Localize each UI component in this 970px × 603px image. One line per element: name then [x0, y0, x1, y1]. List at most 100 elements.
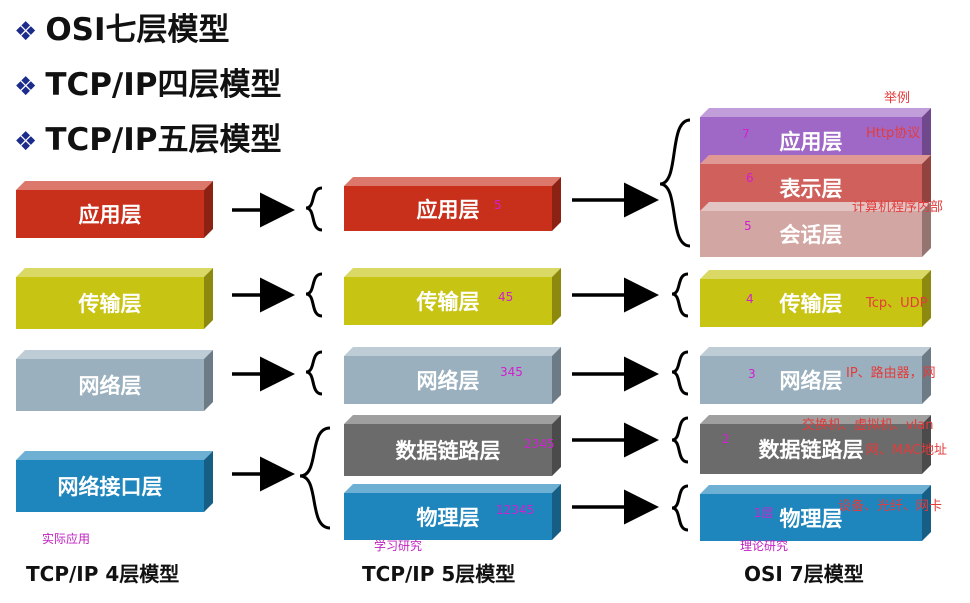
- box-top-face: [344, 268, 561, 277]
- box-top-face: [16, 451, 213, 460]
- box-top-face: [344, 347, 561, 356]
- layer-label: 网络接口层: [16, 460, 204, 512]
- layer-number: 5: [494, 198, 502, 212]
- box-side-face: [552, 415, 561, 476]
- box-top-face: [700, 347, 931, 356]
- box-side-face: [922, 202, 931, 257]
- brace-interface-5: [299, 426, 331, 530]
- box-side-face: [204, 451, 213, 512]
- example-ip: IP、路由器，网: [846, 366, 936, 381]
- box-top-face: [700, 485, 931, 494]
- box-top-face: [700, 202, 931, 211]
- example-device: 设备、光纤、网卡: [838, 499, 943, 514]
- layer-label: 应用层: [16, 190, 204, 238]
- box-top-face: [344, 177, 561, 186]
- example-internal: 计算机程序内部: [852, 200, 944, 215]
- osi7-layer-box: 网络层: [700, 347, 931, 404]
- layer-number: 1层: [754, 506, 774, 520]
- box-top-face: [700, 270, 931, 279]
- tcpip5-layer-box: 应用层: [344, 177, 561, 231]
- brace-physical-7: [671, 484, 689, 532]
- layer-number: 12345: [496, 503, 535, 517]
- layer-number: 5: [744, 219, 752, 233]
- box-side-face: [204, 350, 213, 411]
- example-tcp: Tcp、UDP: [866, 296, 928, 311]
- osi7-layer-box: 物理层: [700, 485, 931, 541]
- box-top-face: [700, 155, 931, 164]
- layer-label: 数据链路层: [344, 424, 552, 476]
- box-side-face: [552, 177, 561, 231]
- heading-text: OSI七层模型: [45, 12, 230, 48]
- example-mac: 网、MAC地址: [866, 443, 947, 458]
- box-side-face: [204, 268, 213, 329]
- caption-tcpip-5: TCP/IP 5层模型: [362, 562, 516, 586]
- layer-number: 7: [742, 127, 750, 141]
- example-switch: 交换机、虚拟机、vlan: [802, 418, 934, 433]
- note-theory-research: 理论研究: [740, 539, 789, 553]
- brace-application-7: [659, 118, 691, 248]
- example-header: 举例: [884, 91, 911, 106]
- layer-number: 3: [748, 367, 756, 381]
- tcpip4-layer-box: 传输层: [16, 268, 213, 329]
- osi7-layer-box: 会话层: [700, 202, 931, 257]
- box-side-face: [922, 347, 931, 404]
- box-side-face: [922, 270, 931, 327]
- caption-tcpip-4: TCP/IP 4层模型: [26, 562, 180, 586]
- heading-text: TCP/IP五层模型: [45, 122, 282, 158]
- box-side-face: [204, 181, 213, 238]
- tcpip5-layer-box: 网络层: [344, 347, 561, 404]
- heading-tcpip-4: ❖TCP/IP四层模型: [14, 59, 282, 104]
- box-top-face: [700, 415, 931, 424]
- layer-number: 6: [746, 171, 754, 185]
- layer-label: 网络层: [700, 356, 922, 404]
- brace-datalink-7: [671, 416, 689, 464]
- box-top-face: [344, 415, 561, 424]
- brace-application-5: [305, 186, 323, 232]
- brace-transport-5: [305, 272, 323, 318]
- tcpip4-layer-box: 网络接口层: [16, 451, 213, 512]
- tcpip5-layer-box: 物理层: [344, 484, 561, 540]
- box-side-face: [552, 268, 561, 325]
- bullet-icon: ❖: [14, 17, 38, 47]
- heading-osi-7: ❖OSI七层模型: [14, 4, 230, 49]
- brace-network-5: [305, 350, 323, 396]
- caption-osi-7: OSI 7层模型: [744, 562, 864, 586]
- tcpip4-layer-box: 网络层: [16, 350, 213, 411]
- example-http: Http协议: [866, 126, 921, 141]
- box-top-face: [16, 350, 213, 359]
- heading-text: TCP/IP四层模型: [45, 67, 282, 103]
- layer-label: 会话层: [700, 211, 922, 257]
- layer-number: 4: [746, 292, 754, 306]
- box-side-face: [552, 347, 561, 404]
- layer-label: 网络层: [344, 356, 552, 404]
- box-side-face: [552, 484, 561, 540]
- layer-label: 网络层: [16, 359, 204, 411]
- box-top-face: [700, 108, 931, 117]
- box-side-face: [922, 415, 931, 474]
- heading-tcpip-5: ❖TCP/IP五层模型: [14, 114, 282, 159]
- note-practical-use: 实际应用: [42, 532, 91, 546]
- box-top-face: [16, 181, 213, 190]
- box-top-face: [16, 268, 213, 277]
- layer-label: 物理层: [700, 494, 922, 541]
- box-top-face: [344, 484, 561, 493]
- brace-transport-7: [671, 272, 689, 318]
- osi7-layer-box: 数据链路层: [700, 415, 931, 474]
- brace-network-7: [671, 350, 689, 396]
- layer-label: 应用层: [344, 186, 552, 231]
- box-side-face: [922, 108, 931, 164]
- layer-label: 物理层: [344, 493, 552, 540]
- box-side-face: [922, 485, 931, 541]
- tcpip5-layer-box: 传输层: [344, 268, 561, 325]
- layer-label: 传输层: [16, 277, 204, 329]
- box-side-face: [922, 155, 931, 211]
- layer-number: 2: [722, 432, 730, 446]
- layer-number: 45: [498, 290, 514, 304]
- osi7-layer-box: 传输层: [700, 270, 931, 327]
- layer-number: 2345: [524, 437, 555, 451]
- layer-label: 传输层: [344, 277, 552, 325]
- layer-number: 345: [500, 365, 523, 379]
- bullet-icon: ❖: [14, 72, 38, 102]
- note-study-research: 学习研究: [374, 539, 423, 553]
